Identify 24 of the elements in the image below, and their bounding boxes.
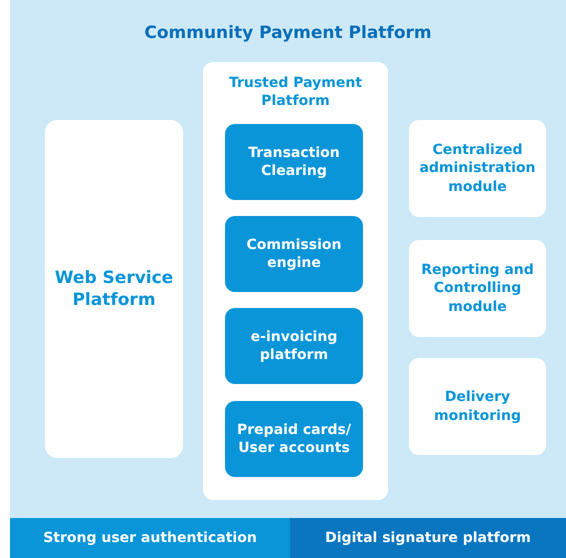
panel-title: Community Payment Platform <box>143 22 433 44</box>
box-label: Centralized administration module <box>418 141 537 196</box>
platform-panel <box>10 0 566 558</box>
panel-title: Trusted Payment Platform <box>228 74 364 110</box>
box-label: Prepaid cards/ User accounts <box>236 420 352 458</box>
component-box <box>225 401 363 477</box>
module-box <box>409 120 546 217</box>
module-box <box>409 358 546 455</box>
box-label: Delivery monitoring <box>433 388 522 425</box>
component-box <box>225 216 363 292</box>
module-box <box>409 240 546 337</box>
box-label: e-invoicing platform <box>250 328 338 364</box>
box-label: Transaction Clearing <box>247 144 341 180</box>
component-box <box>225 308 363 384</box>
footer-band <box>290 518 566 558</box>
band-label: Strong user authentication <box>42 528 258 548</box>
box-label: Commission engine <box>246 236 342 272</box>
trusted-platform-panel <box>203 62 388 500</box>
box-label: Reporting and Controlling module <box>420 261 535 316</box>
footer-band <box>10 518 290 558</box>
component-box <box>225 124 363 200</box>
box-label: Web Service Platform <box>54 266 174 312</box>
platform-box <box>45 120 183 458</box>
band-label: Digital signature platform <box>324 528 532 548</box>
